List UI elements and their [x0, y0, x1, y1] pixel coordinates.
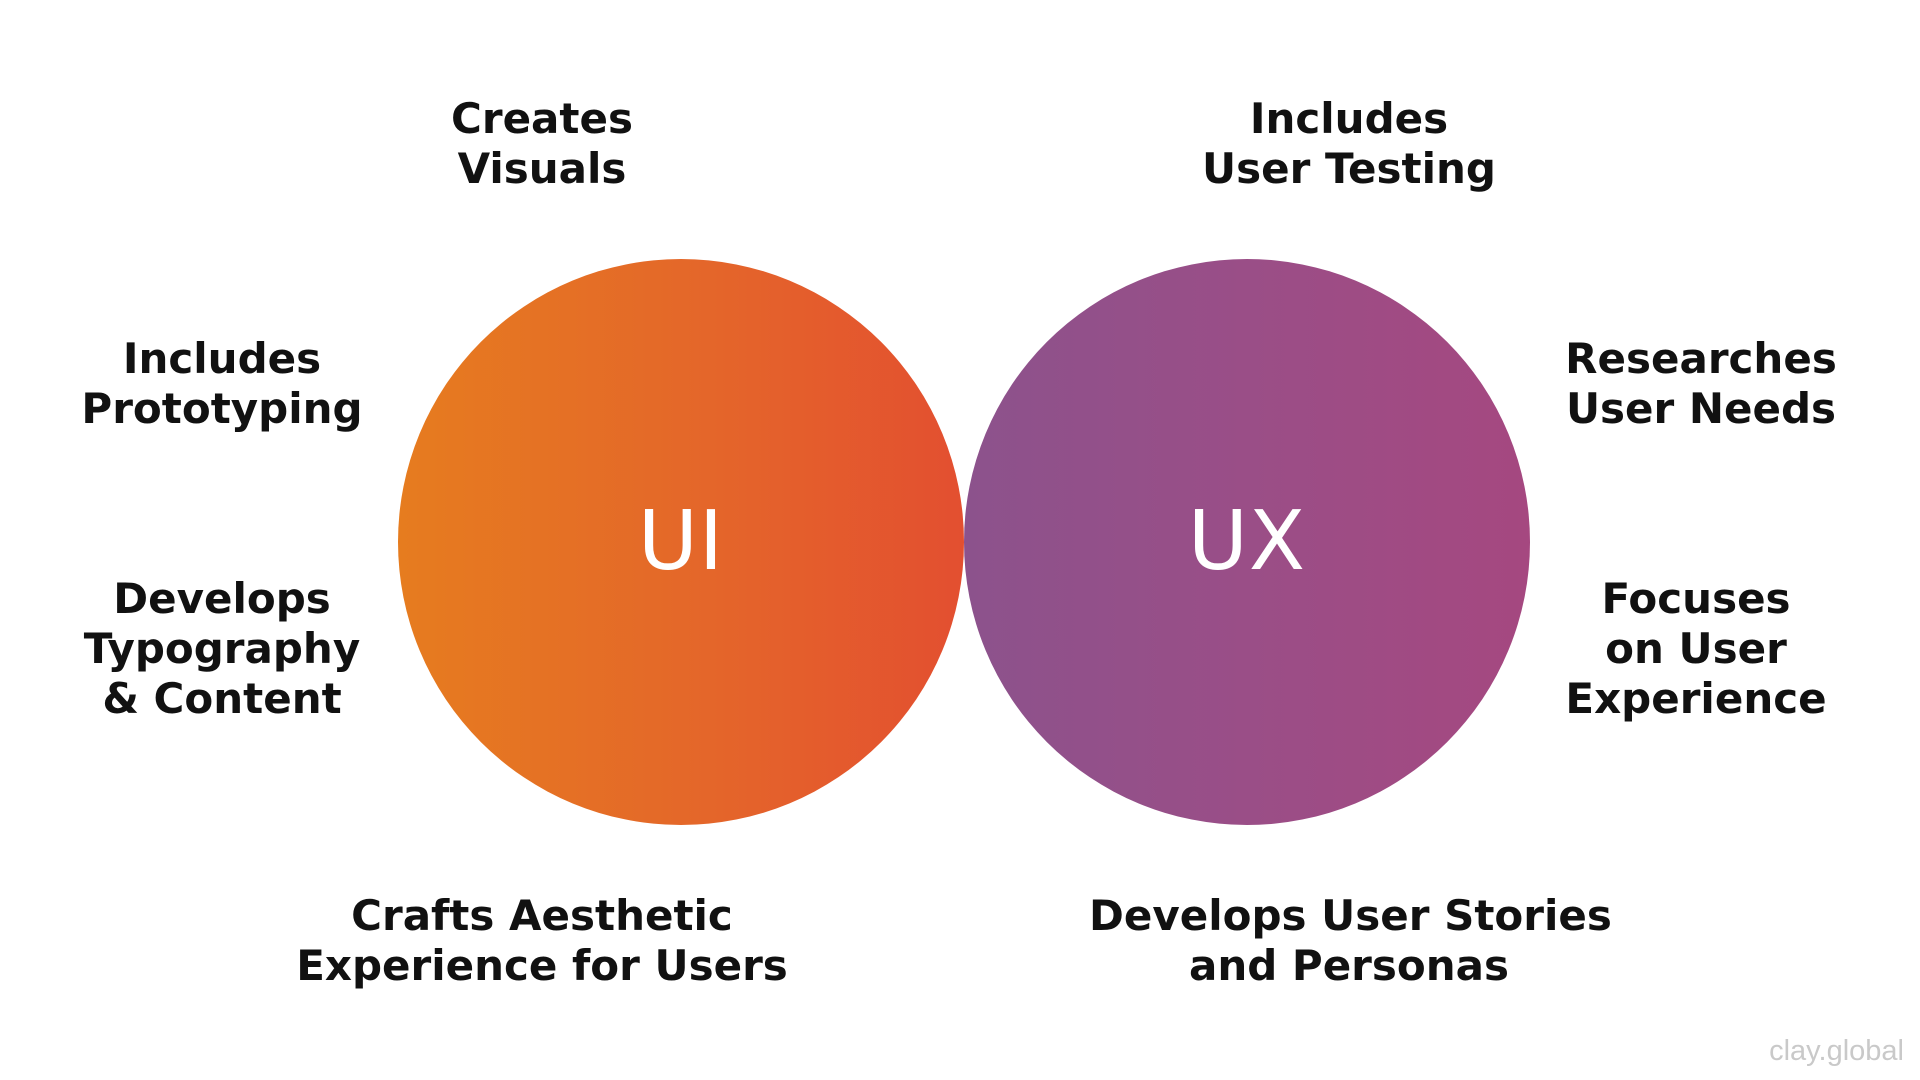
label-crafts-aesthetic-experience: Crafts Aesthetic Experience for Users	[282, 891, 802, 991]
ux-circle: UX	[964, 259, 1530, 825]
label-line: on User	[1605, 624, 1787, 673]
label-line: Includes	[1249, 94, 1449, 143]
label-creates-visuals: Creates Visuals	[282, 94, 802, 194]
label-line: User Needs	[1565, 384, 1837, 433]
label-line: Crafts Aesthetic	[351, 891, 733, 940]
label-focuses-on-user-experience: Focuses on User Experience	[1436, 574, 1920, 724]
label-line: & Content	[102, 674, 342, 723]
label-includes-user-testing: Includes User Testing	[1089, 94, 1609, 194]
label-line: Prototyping	[81, 384, 363, 433]
label-line: Experience for Users	[296, 941, 788, 990]
label-line: Includes	[122, 334, 322, 383]
label-line: Typography	[83, 624, 361, 673]
label-develops-user-stories-personas: Develops User Stories and Personas	[1089, 891, 1612, 991]
ux-circle-label: UX	[1187, 494, 1307, 589]
label-line: Experience	[1565, 674, 1827, 723]
label-develops-typography-content: Develops Typography & Content	[0, 574, 482, 724]
label-line: and Personas	[1188, 941, 1509, 990]
label-includes-prototyping: Includes Prototyping	[0, 334, 482, 434]
label-line: Focuses	[1601, 574, 1791, 623]
label-line: Researches	[1565, 334, 1837, 383]
label-line: Creates	[451, 94, 633, 143]
watermark: clay.global	[1769, 1035, 1904, 1067]
label-line: Develops	[113, 574, 331, 623]
label-researches-user-needs: Researches User Needs	[1441, 334, 1920, 434]
ui-circle-label: UI	[637, 494, 725, 589]
label-line: Visuals	[457, 144, 627, 193]
label-line: Develops User Stories	[1089, 891, 1612, 940]
label-line: User Testing	[1202, 144, 1496, 193]
ui-circle: UI	[398, 259, 964, 825]
